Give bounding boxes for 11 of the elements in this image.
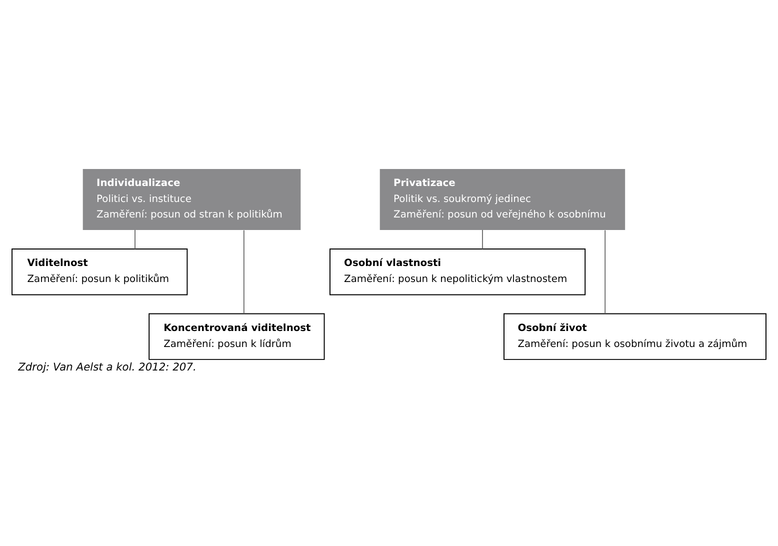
connector [482, 229, 483, 250]
connector [243, 230, 244, 314]
node-box: Koncentrovaná viditelnost Zaměření: posun k lídrům [148, 313, 325, 360]
node-box: Viditelnost Zaměření: posun k politikům [12, 248, 188, 296]
connector [134, 229, 136, 250]
connector [604, 230, 606, 314]
node-box: Osobní vlastnosti Zaměření: posun k nepolitickým vlastnostem [329, 248, 586, 296]
node-box: Privatizace Politik vs. soukromý jedinec Zaměření: posun od veřejného k osobnímu [380, 169, 626, 230]
node-box: Individualizace Politici vs. instituce Zaměření: posun od stran k politikům [82, 169, 301, 230]
caption: Zdroj: Van Aelst a kol. 2012: 207. [18, 360, 196, 374]
node-box: Osobní život Zaměření: posun k osobnímu životu a zájmům [504, 313, 766, 360]
